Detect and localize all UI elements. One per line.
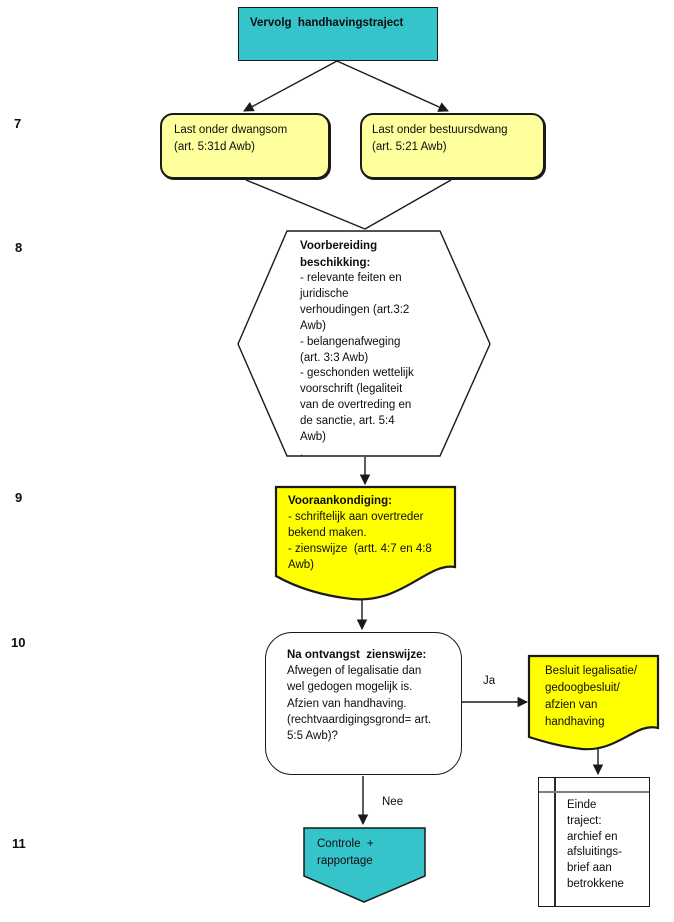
step-number-7: 7 (14, 116, 22, 131)
step-number-9: 9 (15, 490, 23, 505)
edge-title-to-bestuursdwang (336, 60, 449, 112)
card-horizontal-rule (539, 791, 649, 793)
title-label: Vervolg handhavingstraject (250, 17, 404, 29)
na-ontvangst-heading: Na ontvangst zienswijze: (287, 649, 427, 661)
edge-bestuursdwang-to-voorbereiding (364, 179, 452, 230)
voorbereiding-hexagon (237, 230, 491, 457)
einde-traject-label: Einde traject: archief en afsluitings- b… (567, 799, 624, 890)
card-vertical-rule (554, 778, 556, 906)
na-ontvangst-box (265, 632, 462, 775)
vooraankondiging-heading: Vooraankondiging: (288, 495, 392, 507)
voorbereiding-heading: Voorbereiding beschikking: (300, 240, 378, 269)
controle-label: Controle + rapportage (317, 838, 374, 867)
edge-dwangsom-to-voorbereiding (245, 179, 366, 230)
bestuursdwang-label: Last onder bestuursdwang (art. 5:21 Awb) (372, 124, 508, 153)
edge-title-to-dwangsom (243, 60, 338, 112)
controle-pentagon (303, 827, 426, 903)
edge-label-ja: Ja (483, 675, 496, 687)
edge-label-nee: Nee (382, 796, 404, 808)
vooraankondiging-document (274, 485, 457, 601)
voorbereiding-body: - relevante feiten en juridische verhoud… (300, 272, 414, 459)
bestuursdwang-box (360, 113, 545, 179)
besluit-label: Besluit legalisatie/ gedoogbesluit/ afzi… (545, 665, 638, 728)
title-box (238, 7, 438, 61)
step-number-8: 8 (15, 240, 23, 255)
besluit-document (527, 654, 660, 751)
step-number-10: 10 (11, 635, 26, 650)
dwangsom-box (160, 113, 330, 179)
dwangsom-label: Last onder dwangsom (art. 5:31d Awb) (174, 124, 288, 153)
step-number-11: 11 (12, 836, 26, 851)
vooraankondiging-body: - schriftelijk aan overtreder bekend mak… (288, 511, 432, 571)
einde-traject-card (538, 777, 650, 907)
na-ontvangst-body: Afwegen of legalisatie dan wel gedogen m… (287, 665, 432, 743)
